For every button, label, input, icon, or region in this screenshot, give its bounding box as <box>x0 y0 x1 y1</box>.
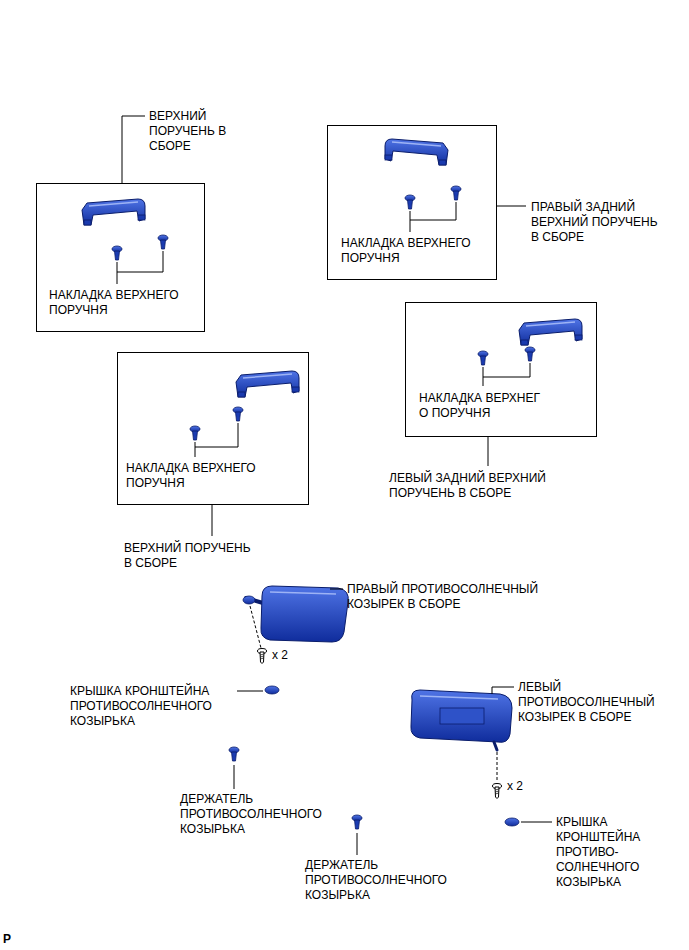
part-name: ЛЕВЫЙ ПРОТИВОСОЛНЕЧНЫЙ КОЗЫРЕК В СБОРЕ <box>518 680 668 725</box>
leader-line <box>195 423 238 447</box>
leader-line <box>521 822 552 823</box>
sun-visor <box>261 586 348 642</box>
part-group-box: НАКЛАДКА ВЕРХНЕГ О ПОРУЧНЯЛЕВЫЙ ЗАДНИЙ В… <box>405 302 597 437</box>
part-name: НАКЛАДКА ВЕРХНЕГ О ПОРУЧНЯ <box>419 391 546 421</box>
leader-line <box>488 437 489 466</box>
part-name: ПРАВЫЙ ПРОТИВОСОЛНЕЧНЫЙ КОЗЫРЕК В СБОРЕ <box>347 582 562 612</box>
leader-line <box>234 765 235 789</box>
handle-cover <box>233 407 243 421</box>
screw <box>493 784 502 799</box>
grab-handle-art <box>190 371 299 536</box>
leader-line <box>212 505 213 536</box>
assembly-name: ВЕРХНИЙ ПОРУЧЕНЬ В СБОРЕ <box>149 109 229 154</box>
part-name: НАКЛАДКА ВЕРХНЕГО ПОРУЧНЯ <box>126 461 276 491</box>
leader-line <box>497 206 526 207</box>
part-name: ДЕРЖАТЕЛЬ ПРОТИВОСОЛНЕЧНОГО КОЗЫРЬКА <box>180 792 330 837</box>
leader-line <box>492 687 514 694</box>
assembly-name: ПРАВЫЙ ЗАДНИЙ ВЕРХНИЙ ПОРУЧЕНЬ В СБОРЕ <box>531 200 666 245</box>
quantity: x 2 <box>507 779 523 794</box>
handle-cover <box>478 351 488 365</box>
part-name: КРЫШКА КРОНШТЕЙНА ПРОТИВОСОЛНЕЧНОГО КОЗЫ… <box>70 684 230 729</box>
visor-hinge <box>243 596 255 604</box>
handle-cover <box>405 195 415 209</box>
bracket-cover <box>505 818 519 826</box>
part-name: НАКЛАДКА ВЕРХНЕГО ПОРУЧНЯ <box>341 236 491 266</box>
handle-cover <box>112 246 122 260</box>
assembly-name: ВЕРХНИЙ ПОРУЧЕНЬ В СБОРЕ <box>124 541 259 571</box>
visor-holder <box>229 747 239 761</box>
visor-holder <box>352 815 362 829</box>
assembly-line <box>497 752 498 782</box>
grab-handle <box>385 139 448 165</box>
leader-line <box>483 363 530 377</box>
figure-code: P <box>3 932 11 947</box>
visor-mirror <box>440 708 484 724</box>
grab-handle <box>82 199 145 225</box>
leader-line <box>330 589 343 590</box>
handle-cover <box>525 347 535 361</box>
leader-line <box>410 211 411 232</box>
handle-cover <box>190 426 200 440</box>
part-group-box: НАКЛАДКА ВЕРХНЕГО ПОРУЧНЯВЕРХНИЙ ПОРУЧЕН… <box>117 352 309 505</box>
leader-line <box>122 116 145 183</box>
bracket-cover <box>265 686 279 694</box>
grab-handle-art <box>385 139 526 232</box>
grab-handle <box>519 319 582 345</box>
part-name: ДЕРЖАТЕЛЬ ПРОТИВОСОЛНЕЧНОГО КОЗЫРЬКА <box>305 858 455 903</box>
assembly-line <box>250 606 261 648</box>
leader-line <box>117 262 118 284</box>
part-group-box: ВЕРХНИЙ ПОРУЧЕНЬ В СБОРЕНАКЛАДКА ВЕРХНЕГ… <box>36 183 205 332</box>
handle-cover <box>451 186 461 200</box>
leader-line <box>195 442 196 457</box>
assembly-name: ЛЕВЫЙ ЗАДНИЙ ВЕРХНИЙ ПОРУЧЕНЬ В СБОРЕ <box>389 471 559 501</box>
grab-handle <box>236 371 299 397</box>
sun-visor <box>411 690 512 742</box>
part-group-box: НАКЛАДКА ВЕРХНЕГО ПОРУЧНЯПРАВЫЙ ЗАДНИЙ В… <box>327 125 497 280</box>
leader-line <box>117 251 163 272</box>
leader-line <box>410 202 456 220</box>
screw <box>258 649 267 664</box>
leader-line <box>237 691 263 692</box>
handle-cover <box>158 235 168 249</box>
quantity: x 2 <box>272 648 288 663</box>
part-name: КРЫШКА КРОНШТЕЙНА ПРОТИВО- СОЛНЕЧНОГО КО… <box>556 815 651 890</box>
part-name: НАКЛАДКА ВЕРХНЕГО ПОРУЧНЯ <box>49 288 199 318</box>
leader-line <box>357 833 358 855</box>
